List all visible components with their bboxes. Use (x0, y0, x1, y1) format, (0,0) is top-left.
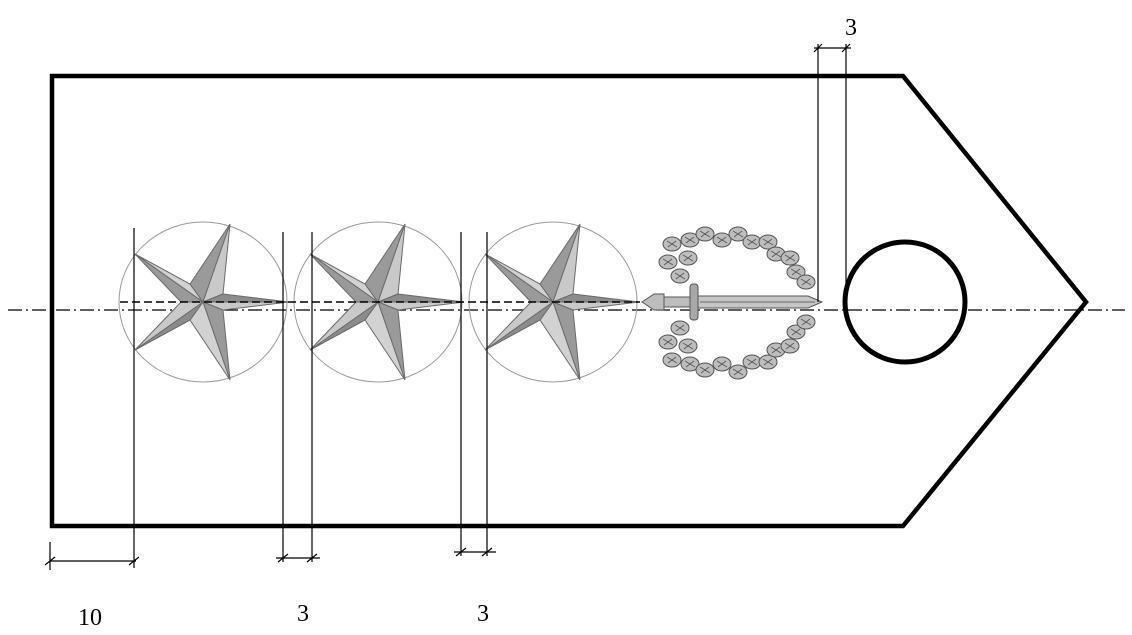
star-icon (484, 223, 640, 381)
dimension-label-gap-2: 3 (477, 601, 489, 627)
sword-icon (641, 283, 824, 321)
dimension-line-left (44, 556, 140, 566)
star-emblem-2 (293, 221, 465, 383)
dimension-label-top: 3 (845, 15, 857, 41)
dimension-line-top (813, 43, 851, 53)
dimension-label-left-margin: 10 (78, 605, 102, 631)
board-outline (49, 73, 1089, 529)
star-emblem-3 (468, 221, 640, 383)
sword-wreath-emblem (641, 226, 824, 380)
star-icon (309, 223, 465, 381)
dimension-line-gap-2 (454, 547, 496, 557)
star-emblem-1 (118, 221, 290, 383)
button-circle (842, 239, 968, 365)
dimension-line-gap-1 (276, 553, 320, 563)
star-icon (134, 223, 290, 381)
dimension-label-gap-1: 3 (297, 601, 309, 627)
